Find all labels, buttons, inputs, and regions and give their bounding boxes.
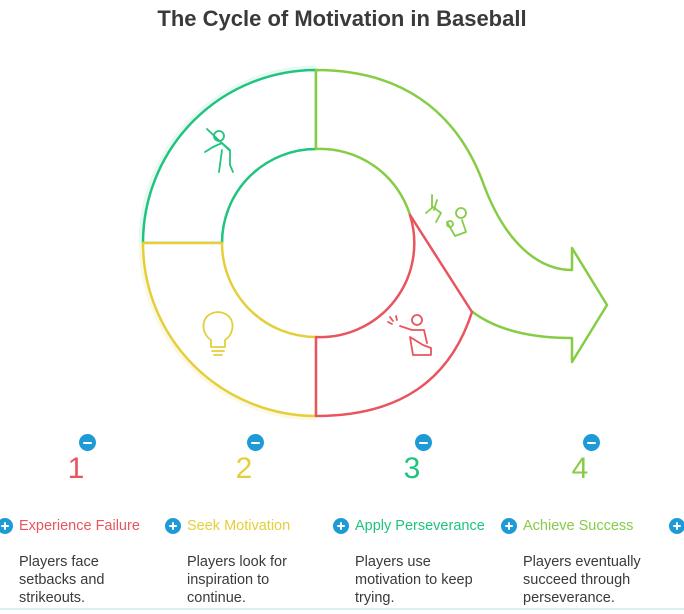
step-label: Seek Motivation — [187, 518, 291, 534]
step-description: Players use motivation to keep trying. — [355, 554, 473, 606]
step-label: Experience Failure — [19, 518, 140, 534]
step-description: Players face setbacks and strikeouts. — [19, 554, 105, 606]
step-description: Players eventually succeed through perse… — [523, 554, 641, 606]
step-label: Apply Perseverance — [355, 518, 485, 534]
expand-toggle-step-2[interactable] — [165, 518, 181, 534]
expand-toggle-step-1[interactable] — [0, 518, 13, 534]
expand-toggle-step-4[interactable] — [501, 518, 517, 534]
diagram-title: The Cycle of Motivation in Baseball — [157, 6, 527, 31]
collapse-toggle-step-3[interactable] — [415, 434, 432, 451]
batter-icon — [204, 128, 234, 173]
step-number: 4 — [571, 452, 589, 485]
lightbulb-icon — [202, 311, 234, 356]
step-number: 2 — [235, 452, 253, 485]
collapse-toggle-step-2[interactable] — [247, 434, 264, 451]
step-description: Players look for inspiration to continue… — [187, 554, 287, 606]
collapse-toggle-step-1[interactable] — [79, 434, 96, 451]
success-arrow-segment — [314, 68, 609, 364]
baseball-slide-icon — [387, 314, 432, 356]
step-number: 3 — [403, 452, 421, 485]
motivation-segment — [141, 241, 318, 418]
expand-toggle-step-3[interactable] — [333, 518, 349, 534]
expand-toggle-step-5[interactable] — [669, 518, 684, 534]
celebrating-player-icon — [425, 194, 467, 237]
bottom-divider — [0, 608, 684, 610]
failure-segment — [314, 213, 474, 418]
step-number: 1 — [67, 452, 85, 485]
collapse-toggle-step-4[interactable] — [583, 434, 600, 451]
step-label: Achieve Success — [523, 518, 634, 534]
